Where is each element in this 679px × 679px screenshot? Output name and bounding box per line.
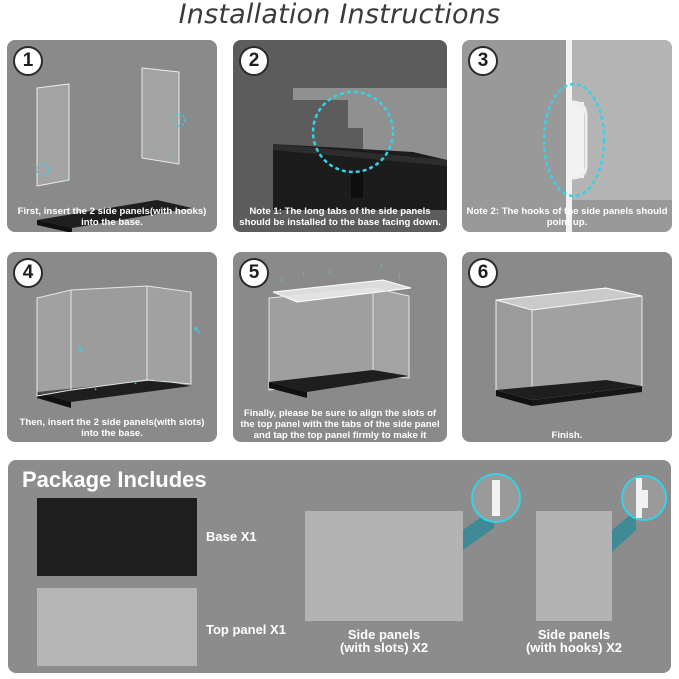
step-4-caption: Then, insert the 2 side panels(with slot… — [19, 417, 205, 439]
base-label: Base X1 — [206, 529, 257, 544]
step-6-illustration — [495, 287, 643, 406]
top-panel-label: Top panel X1 — [206, 622, 286, 637]
base-panel — [37, 498, 197, 576]
package-includes-panel: Package Includes Base X1 Top panel X1 Si… — [8, 460, 671, 673]
step-5-illustration: ↓ ↓ ↓ ↓ ↓ — [268, 260, 412, 398]
step-3-number: 3 — [468, 46, 498, 76]
step-6-caption: Finish. — [551, 430, 583, 441]
svg-text:↓: ↓ — [93, 382, 98, 393]
step-2-number: 2 — [239, 46, 269, 76]
step-2-caption: Note 1: The long tabs of the side panels… — [239, 206, 441, 228]
slots-label-line2: (with slots) X2 — [339, 640, 429, 655]
step-1-number: 1 — [13, 46, 43, 76]
svg-text:↓: ↓ — [167, 372, 172, 383]
svg-text:↓: ↓ — [279, 274, 284, 285]
step-2-card: 2 Note 1: The long tabs of the side pane… — [233, 40, 447, 232]
step-3-caption: Note 2: The hooks of the side panels sho… — [466, 206, 668, 228]
package-title: Package Includes — [22, 467, 207, 492]
svg-text:↓: ↓ — [379, 260, 384, 271]
svg-text:↖: ↖ — [193, 326, 201, 337]
svg-text:↖: ↖ — [77, 346, 85, 357]
svg-text:↓: ↓ — [63, 174, 68, 185]
step-4-number: 4 — [13, 258, 43, 288]
svg-text:↓: ↓ — [171, 150, 176, 161]
svg-text:↓: ↓ — [301, 268, 306, 279]
svg-text:↓: ↓ — [327, 266, 332, 277]
page-title: Installation Instructions — [178, 0, 501, 30]
hooks-label-line2: (with hooks) X2 — [525, 640, 623, 655]
package-items-illustration — [37, 473, 667, 666]
step-5-number: 5 — [239, 258, 269, 288]
step-2-illustration — [233, 40, 447, 232]
step-1-caption: First, insert the 2 side panels(with hoo… — [17, 206, 207, 228]
step-1-illustration: ↓ ↓ ↓ — [36, 67, 192, 232]
step-6-card: 6 Finish. — [462, 252, 672, 442]
step-1-card: ↓ ↓ ↓ 1 First, insert the 2 side panels(… — [7, 40, 217, 232]
svg-text:↓: ↓ — [397, 270, 402, 281]
slots-label-line1: Side panels — [347, 627, 421, 642]
side-panel-hooks — [536, 511, 612, 621]
step-6-number: 6 — [468, 258, 498, 288]
step-3-illustration — [462, 40, 672, 232]
step-3-card: 3 Note 2: The hooks of the side panels s… — [462, 40, 672, 232]
hooks-label-line1: Side panels — [537, 627, 611, 642]
step-4-illustration: ↓ ↓ ↓ ↖ ↖ — [36, 285, 201, 408]
svg-text:↓: ↓ — [133, 376, 138, 387]
step-4-card: ↓ ↓ ↓ ↖ ↖ 4 Then, insert the 2 side pane… — [7, 252, 217, 442]
top-panel — [37, 588, 197, 666]
step-5-card: ↓ ↓ ↓ ↓ ↓ 5 Finally, please be sure to a… — [233, 252, 447, 442]
svg-text:↓: ↓ — [147, 142, 152, 153]
step-5-caption: Finally, please be sure to align the slo… — [240, 408, 440, 442]
side-panel-slots — [305, 511, 463, 621]
